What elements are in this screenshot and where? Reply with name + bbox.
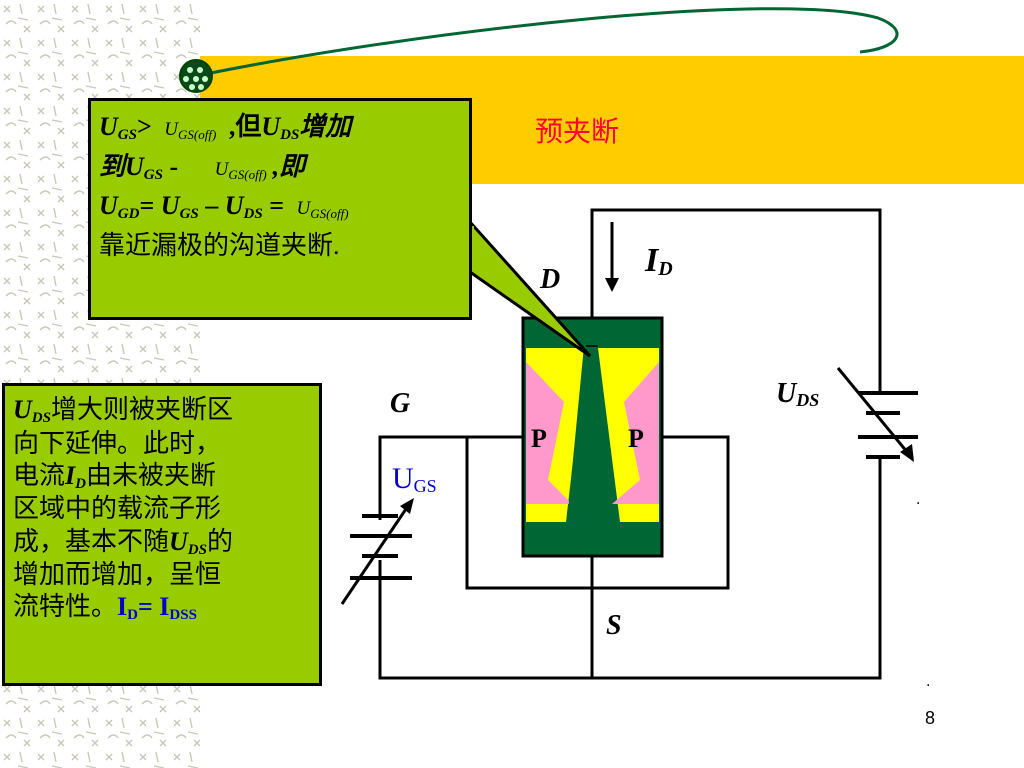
constant-current-callout: UDS增大则被夹断区 向下延伸。此时， 电流ID由未被夹断 区域中的载流子形 成… (2, 383, 322, 686)
left-line-2: 向下延伸。此时， (13, 428, 222, 458)
uds-battery-icon (836, 367, 918, 462)
equals-sign-2: = (262, 191, 291, 220)
left-line-4: 区域中的载流子形 (13, 494, 222, 524)
callout-line-2: 到UGS - UGS(off),即 (99, 147, 461, 187)
but-text: ,但 (222, 112, 262, 141)
jfet-device (521, 316, 664, 558)
decorative-dot: · (916, 496, 921, 512)
minus-sign-2: – (198, 191, 225, 220)
left-line-5: 成，基本不随UDS的 (13, 526, 311, 560)
ugs-off-formula: UGS(off) (164, 119, 217, 142)
ugs-symbol-3: UGS (160, 191, 199, 222)
uds-symbol-4: UDS (169, 526, 207, 558)
increase-text: 增加 (299, 112, 352, 141)
page-number: 8 (925, 708, 936, 728)
callout-line-4: 靠近漏极的沟道夹断. (99, 230, 340, 260)
source-label: S (606, 610, 622, 641)
circuit-wires (378, 208, 882, 680)
pinch-channel (567, 346, 613, 522)
ugs-battery-icon (340, 498, 414, 605)
left-text-1: 增大则被夹断区 (50, 395, 233, 424)
decorative-dot-2: · (926, 678, 931, 694)
id-symbol: ID (65, 460, 86, 492)
left-text-3a: 电流 (13, 460, 66, 490)
ugs-symbol: UGS (99, 112, 137, 143)
ugs-label: UGS (392, 462, 437, 496)
callout-line-1: UGS> UGS(off) ,但UDS增加 (99, 107, 461, 147)
id-idss-formula: ID= IDSS (117, 592, 197, 624)
ie-text: ,即 (272, 151, 306, 181)
slide-title: 预夹断 (535, 115, 620, 148)
drain-label: D (540, 264, 561, 295)
left-p-region (526, 362, 572, 504)
uds-symbol: UDS (261, 112, 300, 143)
left-text-3b: 由未被夹断 (85, 460, 216, 490)
id-label: ID (645, 242, 673, 280)
left-text-5b: 的 (206, 526, 233, 556)
equals-sign-1: = (139, 191, 161, 220)
left-line-6: 增加而增加，呈恒 (13, 560, 222, 590)
left-text-5a: 成，基本不随 (13, 526, 170, 556)
ugs-off-formula-2: UGS(off) (214, 158, 267, 182)
left-line-7: 流特性。ID= IDSS (13, 591, 311, 625)
orbit-node-icon (179, 59, 213, 93)
callout-line-3: UGD= UGS – UDS = UGS(off) (99, 186, 461, 226)
greater-sign: > (136, 112, 152, 141)
p-region-label-right: P (628, 424, 644, 453)
ugs-off-formula-3: UGS(off) (296, 198, 349, 221)
left-text-7a: 流特性。 (13, 592, 118, 622)
gate-label: G (390, 388, 411, 419)
ugs-symbol-2: UGS (125, 151, 163, 183)
p-region-label-left: P (531, 424, 547, 453)
id-arrow-icon (605, 222, 619, 292)
uds-label: UDS (776, 378, 820, 410)
left-line-3: 电流ID由未被夹断 (13, 460, 311, 494)
orbit-curve (195, 7, 899, 78)
pinch-off-callout: UGS> UGS(off) ,但UDS增加 到UGS - UGS(off),即 … (88, 98, 472, 320)
ugd-symbol: UGD (99, 191, 140, 222)
left-line-1: UDS增大则被夹断区 (13, 394, 311, 428)
right-p-region (612, 362, 659, 504)
uds-symbol-3: UDS (13, 395, 51, 426)
to-text: 到 (99, 151, 126, 181)
minus-sign: - (162, 151, 179, 181)
uds-symbol-2: UDS (224, 191, 263, 222)
